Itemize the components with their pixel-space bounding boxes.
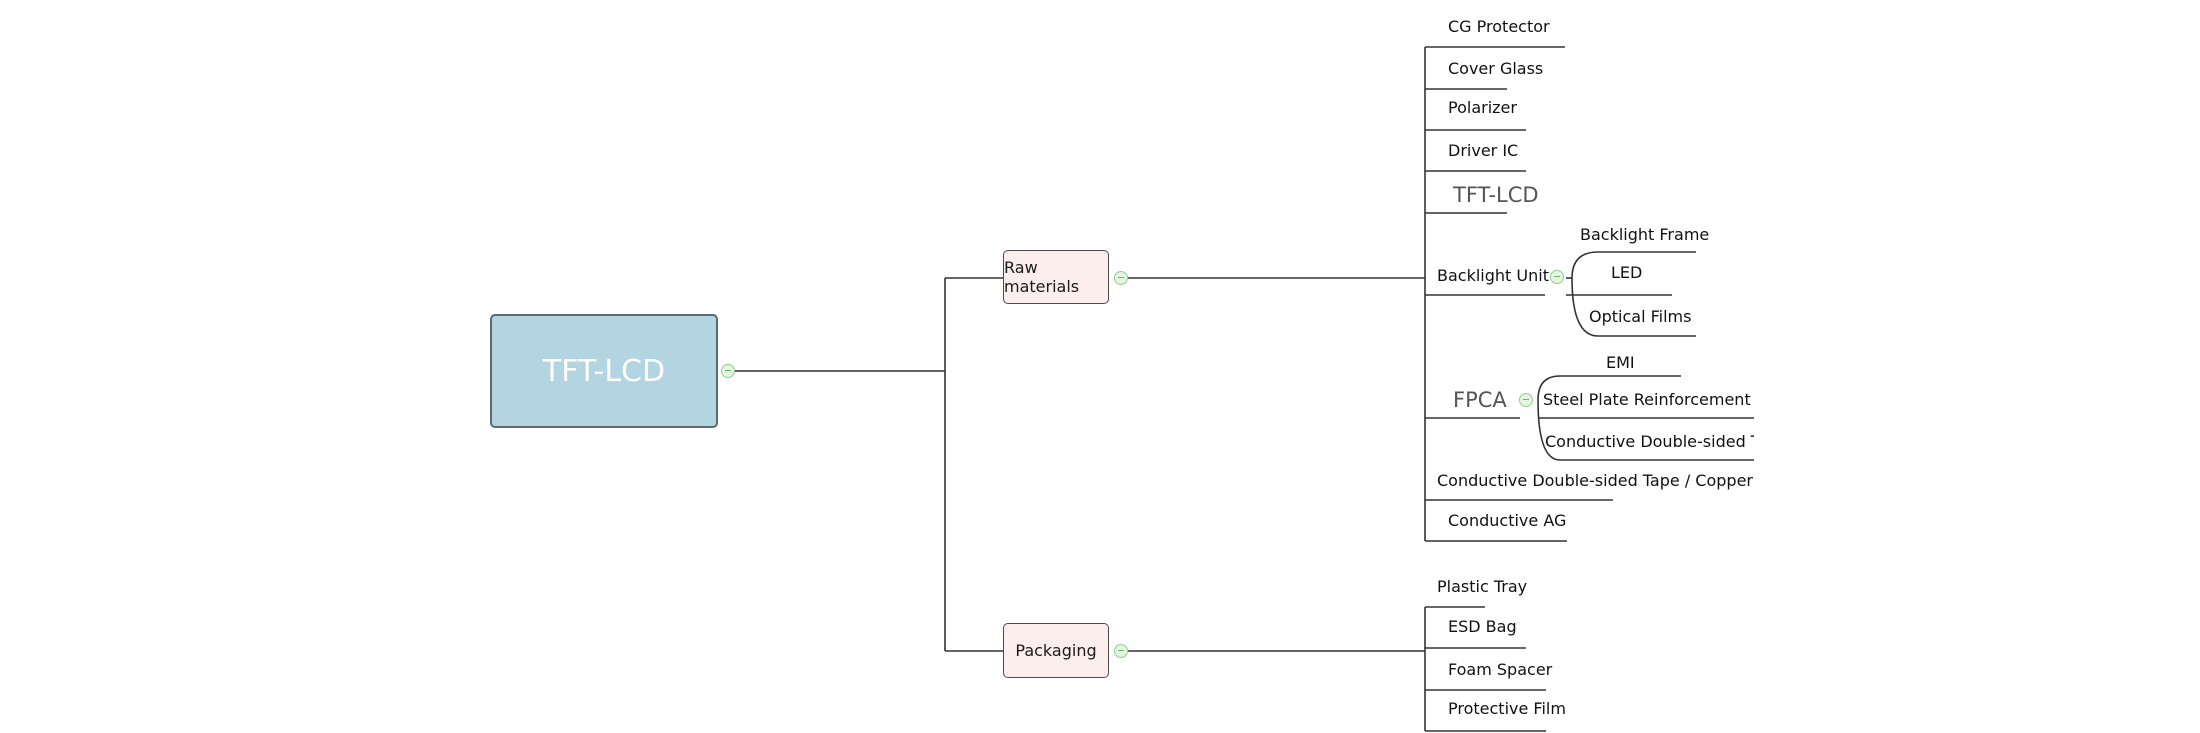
leaf-plastic-tray[interactable]: Plastic Tray: [1437, 577, 1528, 596]
branch-raw-materials[interactable]: Raw materials: [1003, 250, 1109, 304]
branch-label: Raw materials: [1004, 258, 1080, 296]
leaf-protective-film[interactable]: Protective Film: [1448, 699, 1566, 718]
leaf-esd-bag[interactable]: ESD Bag: [1448, 617, 1517, 636]
leaf-cg-protector[interactable]: CG Protector: [1448, 17, 1550, 36]
branch-packaging[interactable]: Packaging: [1003, 623, 1109, 678]
leaf-optical-films[interactable]: Optical Films: [1589, 307, 1692, 326]
raw-materials-collapse-toggle[interactable]: [1114, 271, 1128, 285]
root-node[interactable]: TFT-LCD: [490, 314, 718, 428]
backlight-unit-collapse-toggle[interactable]: [1550, 270, 1564, 284]
fpca-collapse-toggle[interactable]: [1519, 393, 1533, 407]
leaf-layer: CG Protector Cover Glass Polarizer Drive…: [1437, 17, 1754, 718]
leaf-fpca[interactable]: FPCA: [1453, 388, 1507, 412]
leaf-backlight-frame[interactable]: Backlight Frame: [1580, 225, 1710, 244]
leaf-conductive-double-sided-tape[interactable]: Conductive Double-sided Tap: [1545, 432, 1754, 451]
root-label: TFT-LCD: [542, 353, 666, 389]
leaf-polarizer[interactable]: Polarizer: [1448, 98, 1517, 117]
leaf-cover-glass[interactable]: Cover Glass: [1448, 59, 1544, 78]
leaf-steel-plate-reinforcement[interactable]: Steel Plate Reinforcement: [1543, 390, 1751, 409]
root-collapse-toggle[interactable]: [721, 364, 735, 378]
leaf-foam-spacer[interactable]: Foam Spacer: [1448, 660, 1553, 679]
branch-label: Packaging: [1015, 641, 1097, 660]
leaf-driver-ic[interactable]: Driver IC: [1448, 141, 1519, 160]
packaging-collapse-toggle[interactable]: [1114, 644, 1128, 658]
leaf-emi[interactable]: EMI: [1606, 353, 1635, 372]
leaf-conductive-ag[interactable]: Conductive AG: [1448, 511, 1567, 530]
leaf-led[interactable]: LED: [1611, 263, 1643, 282]
leaf-conductive-tape-copper-foil[interactable]: Conductive Double-sided Tape / Copper Fo…: [1437, 471, 1754, 490]
leaf-backlight-unit[interactable]: Backlight Unit: [1437, 266, 1549, 285]
leaf-tft-lcd[interactable]: TFT-LCD: [1453, 183, 1539, 207]
